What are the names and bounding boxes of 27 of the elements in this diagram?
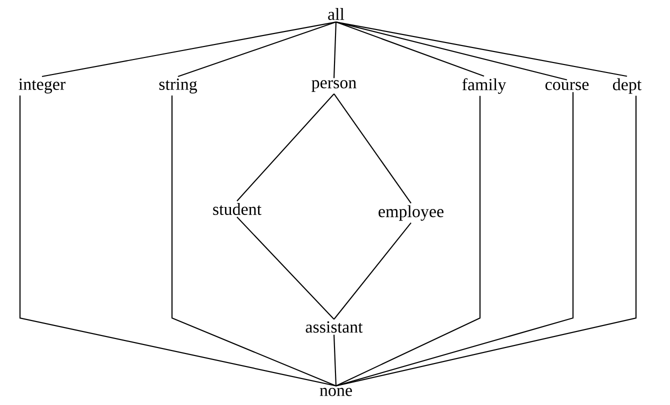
- connector-line: [236, 94, 334, 202]
- node-label: string: [159, 78, 198, 94]
- connector-line: [336, 22, 484, 77]
- connector-line: [178, 22, 336, 78]
- node-label: employee: [378, 205, 444, 221]
- node-label: dept: [612, 78, 642, 94]
- connector-line: [336, 22, 568, 80]
- connector-line: [336, 22, 628, 77]
- node-label: none: [320, 388, 352, 396]
- connector-line: [336, 96, 637, 386]
- connector-line: [19, 96, 336, 386]
- connector-line: [336, 92, 574, 386]
- connector-line: [236, 216, 334, 320]
- node-label: integer: [18, 78, 66, 94]
- connector-line: [333, 22, 337, 78]
- connector-line: [334, 222, 412, 320]
- connector-line: [42, 22, 336, 78]
- connector-line: [333, 334, 337, 386]
- node-label: family: [462, 78, 506, 94]
- connector-line: [171, 96, 336, 386]
- node-label: student: [213, 203, 262, 215]
- node-label: person: [312, 80, 356, 92]
- connector-line: [334, 94, 412, 204]
- node-label: course: [545, 82, 589, 90]
- connector-line: [336, 96, 481, 386]
- node-label: all: [328, 8, 344, 20]
- node-label: assistant: [306, 321, 363, 333]
